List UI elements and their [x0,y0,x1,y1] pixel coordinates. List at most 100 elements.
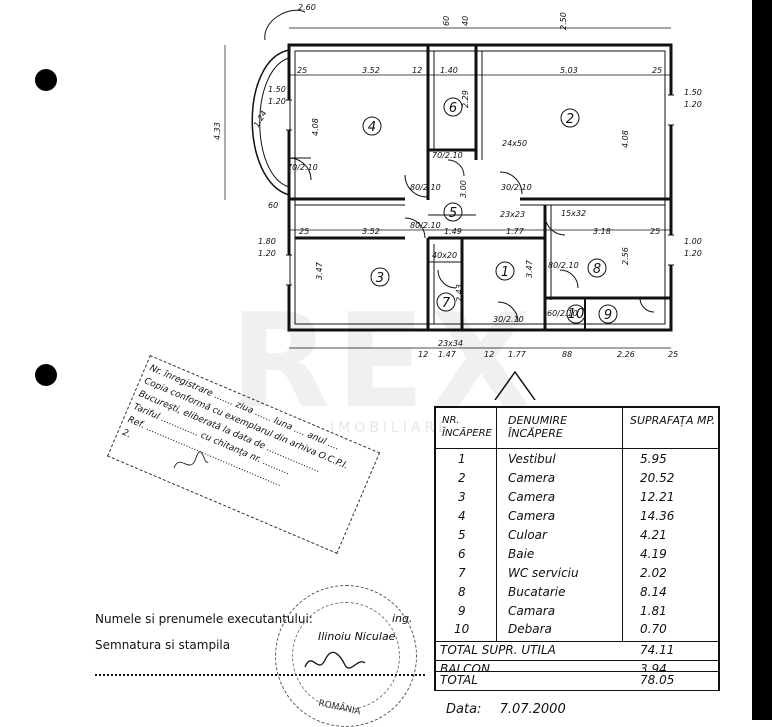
dim-label: 1.50 [268,85,286,94]
dim-label: 1.77 [506,227,525,236]
dim-label: 12 [412,66,422,75]
header-denumire: DENUMIRE ÎNCĂPERE [508,414,568,440]
dim-label: 88 [562,350,572,359]
dim-label: 2.60 [298,3,316,12]
row-area: 14.36 [640,509,675,523]
total-util-label: TOTAL SUPR. UTILA [440,643,556,657]
dim-label: 2.50 [559,12,568,30]
dim-label: 24x50 [502,139,527,148]
dim-label: 1.80 [258,237,276,246]
date-label: Data: [446,702,482,717]
row-nr: 7 [458,566,466,580]
door-label: 80/2.10 [410,183,441,192]
dim-label: 3.00 [459,180,468,198]
dim-label: 4.08 [621,130,630,148]
dim-label: 3.52 [362,227,380,236]
dim-label: 1.77 [508,350,527,359]
table-divider [496,408,497,689]
row-name: Debara [508,622,552,636]
room-number: 3 [376,271,384,286]
row-area: 4.19 [640,547,667,561]
table-header: NR. încăpere DENUMIRE ÎNCĂPERE SUPRAFAȚA… [436,408,718,449]
door-label: 70/2.10 [432,151,463,160]
total-value: 78.05 [640,673,675,687]
room-number: 2 [566,112,574,127]
dim-label: 3.47 [315,261,324,280]
row-area: 12.21 [640,490,675,504]
dim-label: 1.20 [268,97,286,106]
row-nr: 5 [458,528,466,542]
table-row: 2 Camera 20.52 [436,471,718,489]
row-name: Camara [508,604,556,618]
dim-label: 25 [299,227,309,236]
dim-label: 4.08 [311,118,320,136]
dim-label: 1.00 [684,237,702,246]
dim-label: 1.20 [258,249,276,258]
dim-label: 40 [461,16,470,26]
signature-line [95,674,425,676]
dim-label: 1.40 [440,66,458,75]
row-area: 8.14 [640,585,667,599]
table-row: 1 Vestibul 5.95 [436,452,718,470]
dim-label: 25 [650,227,660,236]
room-number: 10 [568,307,585,322]
dim-label: 2.56 [621,247,630,265]
dim-label: 1.24 [252,109,269,129]
room-number: 6 [449,101,457,116]
row-area: 4.21 [640,528,667,542]
row-name: Camera [508,509,556,523]
dim-label: 3.18 [593,227,611,236]
dim-label: 40x20 [432,251,457,260]
table-row: 4 Camera 14.36 [436,509,718,527]
dim-label: 1.47 [438,350,457,359]
dim-label: 12 [418,350,428,359]
dim-label: 4.33 [213,122,222,140]
door-label: 30/2.10 [501,183,532,192]
punch-hole-bottom [35,364,57,386]
row-name: WC serviciu [508,566,579,580]
dim-label: 23x34 [438,339,463,348]
table-row: 5 Culoar 4.21 [436,528,718,546]
room-number: 5 [449,206,457,221]
dim-label: 2.29 [461,90,470,108]
table-row: 9 Camara 1.81 [436,604,718,622]
total-row: TOTAL 78.05 [436,671,718,690]
row-name: Camera [508,471,556,485]
row-nr: 6 [458,547,466,561]
row-nr: 8 [458,585,466,599]
row-name: Bucatarie [508,585,566,599]
row-area: 0.70 [640,622,667,636]
punch-hole-top [35,69,57,91]
row-name: Camera [508,490,556,504]
round-stamp-inner [292,602,400,710]
row-name: Culoar [508,528,547,542]
dim-label: 25 [297,66,307,75]
room-number: 4 [368,120,376,135]
door-label: 80/2.10 [548,261,579,270]
dim-label: 12 [484,350,494,359]
table-row: 8 Bucatarie 8.14 [436,585,718,603]
watermark: REX [230,285,538,437]
dim-label: 25 [668,350,678,359]
row-nr: 10 [454,622,470,636]
room-number: 7 [442,296,451,311]
dim-label: 23x23 [500,210,525,219]
dim-label: 2.43 [455,284,464,302]
row-nr: 2 [458,471,466,485]
dim-label: 2.26 [617,350,635,359]
table-row: 7 WC serviciu 2.02 [436,566,718,584]
dim-label: 1.20 [684,249,702,258]
header-suprafata: SUPRAFAȚA mp. [630,414,716,427]
room-number: 9 [604,308,612,323]
door-label: 60/2.10 [547,309,578,318]
date-line: Data: 7.07.2000 [446,702,566,717]
row-nr: 3 [458,490,466,504]
header-nr: NR. încăpere [442,415,492,439]
row-area: 2.02 [640,566,667,580]
row-nr: 9 [458,604,466,618]
surface-table: NR. încăpere DENUMIRE ÎNCĂPERE SUPRAFAȚA… [434,406,720,691]
door-label: 80/2.10 [410,221,441,230]
executant-label: Numele si prenumele executantului: [95,612,313,626]
total-util-row: TOTAL SUPR. UTILA 74.11 [436,641,718,661]
